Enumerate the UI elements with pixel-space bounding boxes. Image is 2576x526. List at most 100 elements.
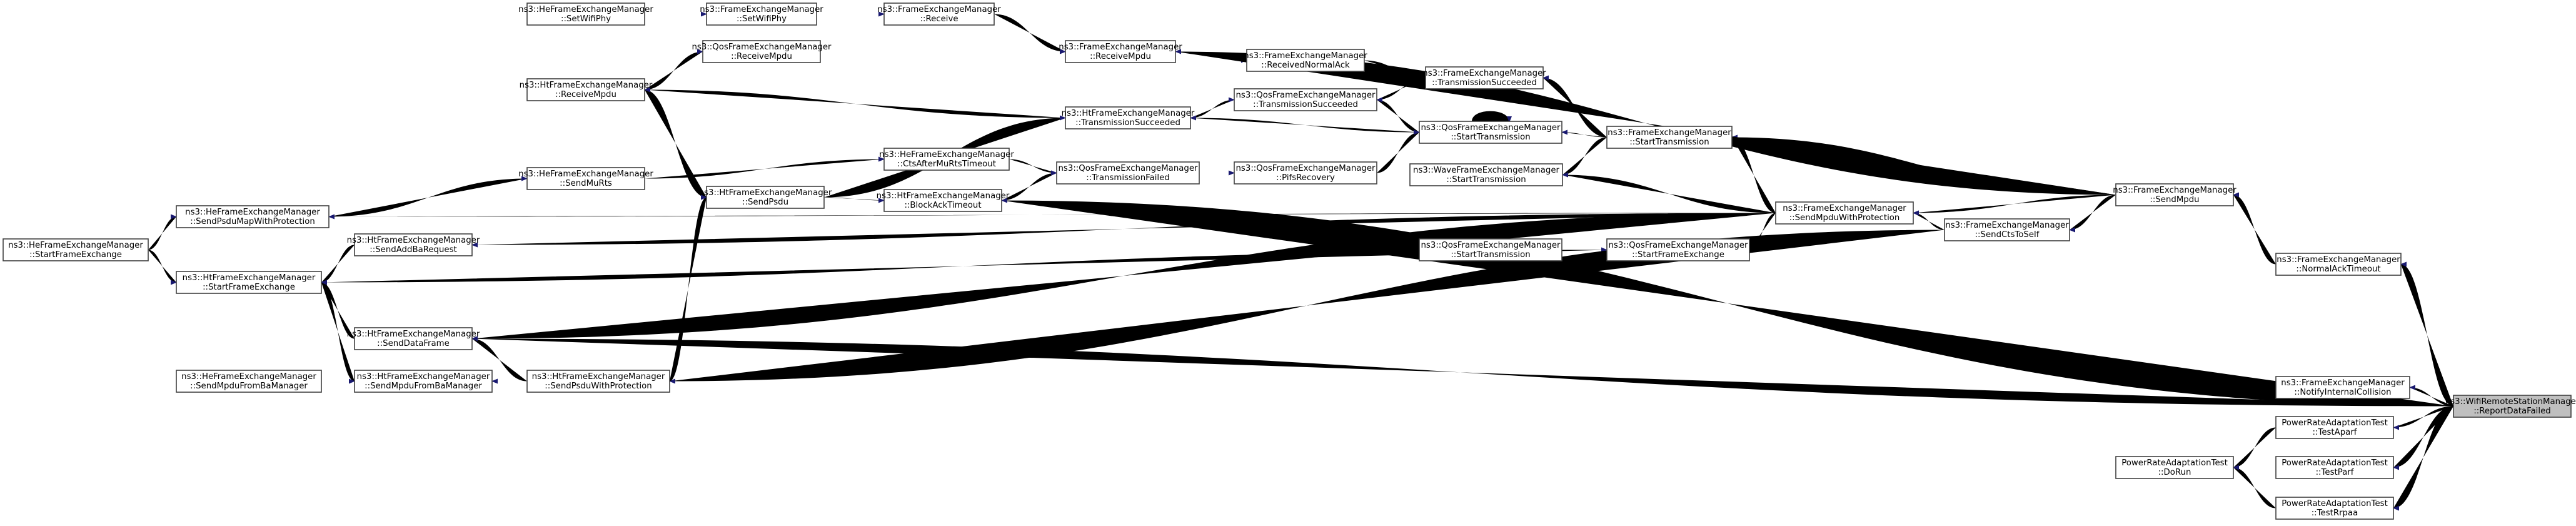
edge-fem-sendmpduwithprot-to-ht-sendaddbarequest (471, 213, 1776, 248)
node-qos-txsucceeded[interactable]: ns3::QosFrameExchangeManager::Transmissi… (1234, 88, 1377, 111)
node-ht-blockacktimeout[interactable]: ns3::HtFrameExchangeManager::BlockAckTim… (877, 189, 1010, 212)
node-he-startframeexchange[interactable]: ns3::HeFrameExchangeManager::StartFrameE… (3, 238, 149, 261)
edge-ht-sendpsdu-to-ht-receivempdu (644, 87, 707, 198)
node-label-class: ns3::FrameExchangeManager (1059, 43, 1182, 52)
edge-ht-txsucceeded-to-qos-txsucceeded (1190, 97, 1235, 118)
edge-target-to-pra-testaparf (2393, 406, 2453, 430)
node-label-class: ns3::QosFrameExchangeManager (1236, 164, 1376, 173)
node-label-class: ns3::HtFrameExchangeManager (1062, 109, 1195, 118)
node-ht-sendaddbarequest[interactable]: ns3::HtFrameExchangeManager::SendAddBaRe… (347, 233, 480, 256)
edge-ht-blockacktimeout-to-qos-txfailed (1002, 170, 1057, 201)
edge-pra-testrrpaa-to-pra-dorun (2233, 465, 2276, 508)
node-pra-testaparf[interactable]: PowerRateAdaptationTest::TestAparf (2275, 416, 2394, 439)
node-label-method: ::SendPsduMapWithProtection (190, 217, 315, 226)
node-box (1234, 161, 1377, 185)
edge-ht-sendaddbarequest-to-ht-startframeexchange (321, 245, 355, 285)
node-box (1419, 121, 1562, 144)
node-wave-starttx[interactable]: ns3::WaveFrameExchangeManager::StartTran… (1409, 163, 1563, 186)
node-box (354, 233, 473, 256)
node-label-method: ::SendMpduFromBaManager (365, 382, 482, 391)
edge-fem-sendmpdu-to-fem-sendmpduwithprot (1913, 195, 2116, 216)
node-label-method: ::SendDataFrame (377, 339, 450, 348)
node-box (883, 148, 1010, 171)
edge-fem-sendmpdu-to-fem-receivempdu (1175, 49, 2116, 195)
node-qos-pifsrecovery[interactable]: ns3::QosFrameExchangeManager::PifsRecove… (1234, 161, 1377, 185)
node-fem-notifyinternalcollision[interactable]: ns3::FrameExchangeManager::NotifyInterna… (2275, 376, 2410, 399)
node-qos-starttx2[interactable]: ns3::QosFrameExchangeManager::StartTrans… (1419, 238, 1562, 261)
node-box (883, 189, 1002, 212)
node-label-method: ::SetWifiPhy (737, 14, 787, 24)
node-qos-receivempdu[interactable]: ns3::QosFrameExchangeManager::ReceiveMpd… (692, 40, 832, 63)
node-label-class: ns3::QosFrameExchangeManager (1059, 164, 1199, 173)
node-label-method: ::NotifyInternalCollision (2294, 388, 2391, 397)
node-he-sendmurts[interactable]: ns3::HeFrameExchangeManager::SendMuRts (518, 167, 653, 190)
node-box (1606, 126, 1733, 149)
node-he-sendpsdumap[interactable]: ns3::HeFrameExchangeManager::SendPsduMap… (176, 205, 330, 228)
node-fem-txsucceeded[interactable]: ns3::FrameExchangeManager::TransmissionS… (1422, 66, 1546, 89)
node-target[interactable]: ns3::WifiRemoteStationManager::ReportDat… (2445, 395, 2576, 418)
node-box (1234, 88, 1377, 111)
node-box (1065, 40, 1176, 63)
node-fem-setwifiphy[interactable]: ns3::FrameExchangeManager::SetWifiPhy (700, 3, 823, 26)
edge-he-startframeexchange-to-ht-startframeexchange (148, 250, 177, 285)
node-ht-sendmpdufrombamanager[interactable]: ns3::HtFrameExchangeManager::SendMpduFro… (354, 370, 493, 393)
node-label-method: ::SendMuRts (560, 179, 612, 188)
node-label-class: ns3::HeFrameExchangeManager (518, 5, 653, 14)
node-label-class: ns3::HeFrameExchangeManager (185, 208, 320, 217)
node-box (1944, 218, 2070, 241)
node-pra-dorun[interactable]: PowerRateAdaptationTest::DoRun (2115, 456, 2234, 479)
node-box (1409, 163, 1563, 186)
node-fem-sendmpdu[interactable]: ns3::FrameExchangeManager::SendMpdu (2113, 183, 2236, 206)
node-pra-testrrpaa[interactable]: PowerRateAdaptationTest::TestRrpaa (2275, 497, 2394, 520)
edge-pra-testaparf-to-pra-dorun (2233, 427, 2276, 470)
node-ht-senddataframe[interactable]: ns3::HtFrameExchangeManager::SendDataFra… (347, 327, 480, 350)
node-box (2453, 395, 2572, 418)
node-box (1056, 161, 1200, 185)
node-label-method: ::SendMpduFromBaManager (190, 382, 308, 391)
node-qos-txfailed[interactable]: ns3::QosFrameExchangeManager::Transmissi… (1056, 161, 1200, 185)
node-label-method: ::BlockAckTimeout (904, 201, 981, 210)
node-fem-starttx[interactable]: ns3::FrameExchangeManager::StartTransmis… (1606, 126, 1733, 149)
node-fem-receive[interactable]: ns3::FrameExchangeManager::Receive (877, 3, 1001, 26)
node-ht-startframeexchange[interactable]: ns3::HtFrameExchangeManager::StartFrameE… (176, 271, 322, 294)
edge-target-to-ht-senddataframe (471, 336, 2453, 407)
node-label-method: ::SetWifiPhy (561, 14, 611, 24)
node-ht-receivempdu[interactable]: ns3::HtFrameExchangeManager::ReceiveMpdu (520, 78, 653, 101)
node-label-class: ns3::HtFrameExchangeManager (357, 372, 490, 382)
node-fem-normalacktimeout[interactable]: ns3::FrameExchangeManager::NormalAckTime… (2275, 253, 2402, 276)
node-he-ctsaftermurts[interactable]: ns3::HeFrameExchangeManager::CtsAfterMuR… (879, 148, 1014, 171)
edge-ht-receivempdu-to-qos-receivempdu (645, 49, 703, 90)
node-ht-txsucceeded[interactable]: ns3::HtFrameExchangeManager::Transmissio… (1062, 106, 1195, 129)
node-label-method: ::TransmissionSucceeded (1253, 100, 1358, 109)
node-label-method: ::StartFrameExchange (1632, 250, 1724, 260)
edge-ht-txsucceeded-to-ht-receivempdu (644, 87, 1065, 118)
node-qos-startframeexchange[interactable]: ns3::QosFrameExchangeManager::StartFrame… (1606, 238, 1750, 261)
node-box (3, 238, 149, 261)
node-fem-sendctstoself[interactable]: ns3::FrameExchangeManager::SendCtsToSelf (1944, 218, 2070, 241)
node-he-sendmpdufrombamanager[interactable]: ns3::HeFrameExchangeManager::SendMpduFro… (176, 370, 322, 393)
node-box (354, 370, 493, 393)
node-fem-receivempdu[interactable]: ns3::FrameExchangeManager::ReceiveMpdu (1059, 40, 1182, 63)
node-box (706, 3, 817, 26)
node-ht-sendpsdu[interactable]: ns3::HtFrameExchangeManager::SendPsdu (699, 186, 832, 209)
node-label-class: ns3::QosFrameExchangeManager (692, 43, 832, 52)
node-qos-starttx[interactable]: ns3::QosFrameExchangeManager::StartTrans… (1419, 121, 1562, 144)
node-ht-sendpsduwithprot[interactable]: ns3::HtFrameExchangeManager::SendPsduWit… (526, 370, 670, 393)
node-label-class: ns3::HtFrameExchangeManager (699, 188, 832, 198)
node-label-class: ns3::FrameExchangeManager (2277, 255, 2400, 265)
edge-target-to-pra-testrrpaa (2393, 406, 2453, 511)
node-label-class: ns3::FrameExchangeManager (2113, 186, 2236, 195)
edge-layer (148, 11, 2453, 511)
node-box (2115, 183, 2234, 206)
node-label-method: ::TestParf (2316, 468, 2354, 477)
edge-qos-starttx-to-qos-txsucceeded (1376, 97, 1419, 133)
node-fem-receivednormalack[interactable]: ns3::FrameExchangeManager::ReceivedNorma… (1244, 49, 1367, 72)
node-fem-sendmpduwithprot[interactable]: ns3::FrameExchangeManager::SendMpduWithP… (1775, 201, 1914, 225)
node-label-method: ::ReportDataFailed (2473, 407, 2550, 416)
edge-he-ctsaftermurts-to-qos-txfailed (1009, 159, 1057, 176)
node-he-setwifiphy[interactable]: ns3::HeFrameExchangeManager::SetWifiPhy (518, 3, 653, 26)
node-label-method: ::StartFrameExchange (29, 250, 122, 260)
node-pra-testparf[interactable]: PowerRateAdaptationTest::TestParf (2275, 456, 2394, 479)
node-label-class: ns3::QosFrameExchangeManager (1421, 241, 1561, 250)
